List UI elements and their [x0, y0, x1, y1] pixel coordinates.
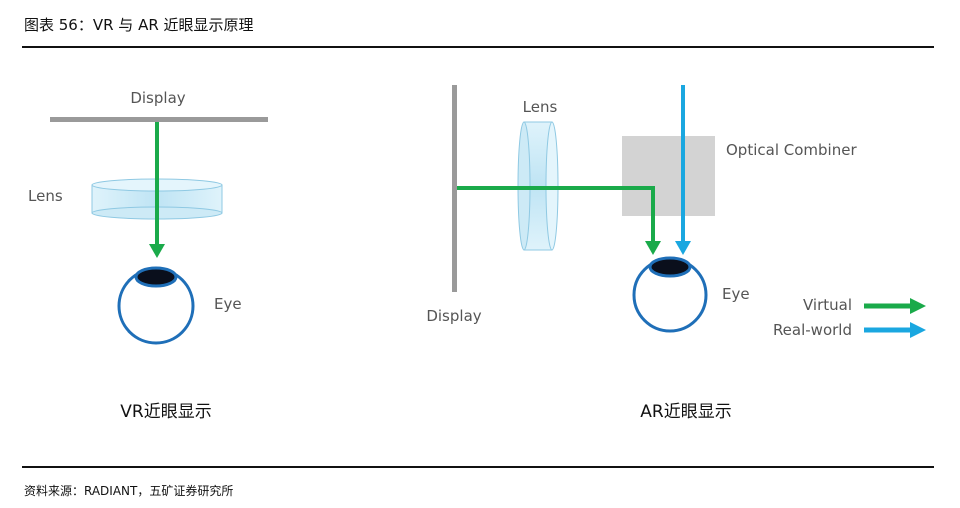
ar-display-label: Display — [426, 307, 481, 325]
figure-title: 图表 56：VR 与 AR 近眼显示原理 — [24, 16, 254, 34]
ar-virtual-ray — [457, 186, 661, 255]
ar-caption: AR近眼显示 — [640, 402, 731, 422]
vr-eye — [117, 266, 195, 345]
vr-eye-label: Eye — [214, 295, 242, 313]
vr-lens-label: Lens — [28, 187, 63, 205]
ar-optical-combiner — [622, 136, 715, 216]
legend: Virtual Real-world — [773, 296, 926, 339]
ar-section: Display Optical Combiner Lens Eye AR近眼显示 — [426, 85, 857, 422]
vr-caption: VR近眼显示 — [120, 402, 211, 422]
source-note: 资料来源：RADIANT，五矿证券研究所 — [24, 484, 234, 498]
vr-virtual-ray — [149, 122, 165, 258]
vr-display-label: Display — [130, 89, 185, 107]
ar-real-world-ray — [675, 85, 691, 255]
ar-lens-label: Lens — [523, 98, 558, 116]
ar-display-bar — [452, 85, 457, 292]
bottom-rule — [22, 466, 934, 468]
vr-display-bar — [50, 117, 268, 122]
ar-eye-label: Eye — [722, 285, 750, 303]
ar-combiner-label: Optical Combiner — [726, 141, 857, 159]
legend-virtual-label: Virtual — [803, 296, 852, 314]
top-rule — [22, 46, 934, 48]
legend-real-world-arrow — [864, 322, 926, 338]
vr-section: Display Lens Eye VR近眼显示 — [28, 89, 268, 422]
legend-virtual-arrow — [864, 298, 926, 314]
legend-real-world-label: Real-world — [773, 321, 852, 339]
ar-eye — [632, 256, 708, 333]
